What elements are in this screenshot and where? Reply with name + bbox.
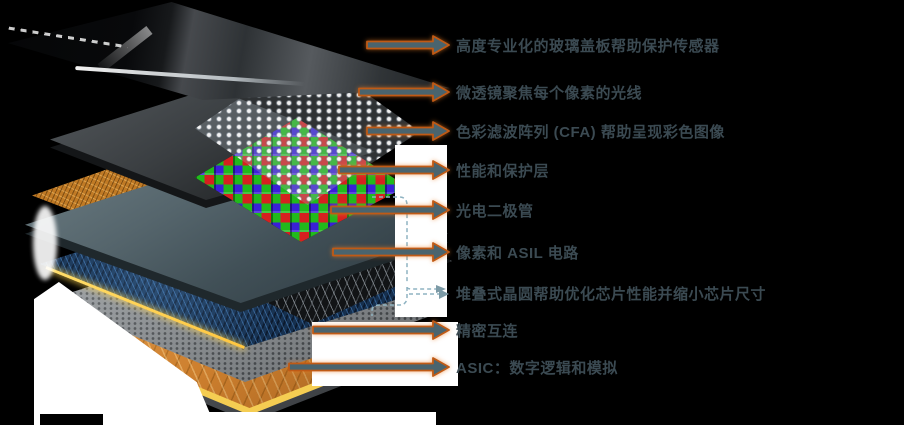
callout-label: 性能和保护层 (456, 162, 550, 180)
bracket-arrowhead (436, 285, 446, 293)
callout-dashed-arrow-icon (409, 288, 449, 299)
callout-stacked-wafers: 堆叠式晶圆帮助优化芯片性能并缩小芯片尺寸 (408, 283, 766, 304)
callout-arrow-icon (358, 82, 450, 102)
callout-arrow-icon (330, 200, 450, 220)
callout-asic: ASIC：数字逻辑和模拟 (288, 356, 618, 378)
callout-label: 高度专业化的玻璃盖板帮助保护传感器 (456, 37, 720, 55)
background-white-patch (33, 206, 57, 280)
callout-label: ASIC：数字逻辑和模拟 (456, 359, 618, 377)
background-black-notch (40, 414, 103, 425)
callout-arrow-icon (366, 121, 450, 141)
background-white-band (100, 412, 436, 425)
callout-cfa: 色彩滤波阵列 (CFA) 帮助呈现彩色图像 (366, 120, 725, 142)
callout-arrow-icon (312, 320, 450, 340)
callout-label: 堆叠式晶圆帮助优化芯片性能并缩小芯片尺寸 (456, 286, 767, 303)
callout-arrow-icon (338, 160, 450, 180)
callout-label: 精密互连 (456, 322, 519, 340)
callout-label: 光电二极管 (456, 202, 534, 220)
callout-arrow-icon (366, 35, 450, 55)
callout-label: 微透镜聚焦每个像素的光线 (456, 84, 643, 102)
callout-pixel-asil: 像素和 ASIL 电路 (332, 241, 579, 263)
stacked-wafers-bracket (371, 196, 446, 316)
callout-microlens: 微透镜聚焦每个像素的光线 (358, 81, 642, 103)
callout-protection-layer: 性能和保护层 (338, 159, 549, 181)
callout-photodiode: 光电二极管 (330, 199, 534, 221)
callout-glass-cover: 高度专业化的玻璃盖板帮助保护传感器 (366, 34, 720, 56)
callout-arrow-icon (288, 357, 450, 377)
callout-label: 色彩滤波阵列 (CFA) 帮助呈现彩色图像 (456, 123, 725, 141)
callout-arrow-icon (332, 242, 450, 262)
callout-label: 像素和 ASIL 电路 (456, 244, 579, 262)
callout-interconnects: 精密互连 (312, 319, 518, 341)
